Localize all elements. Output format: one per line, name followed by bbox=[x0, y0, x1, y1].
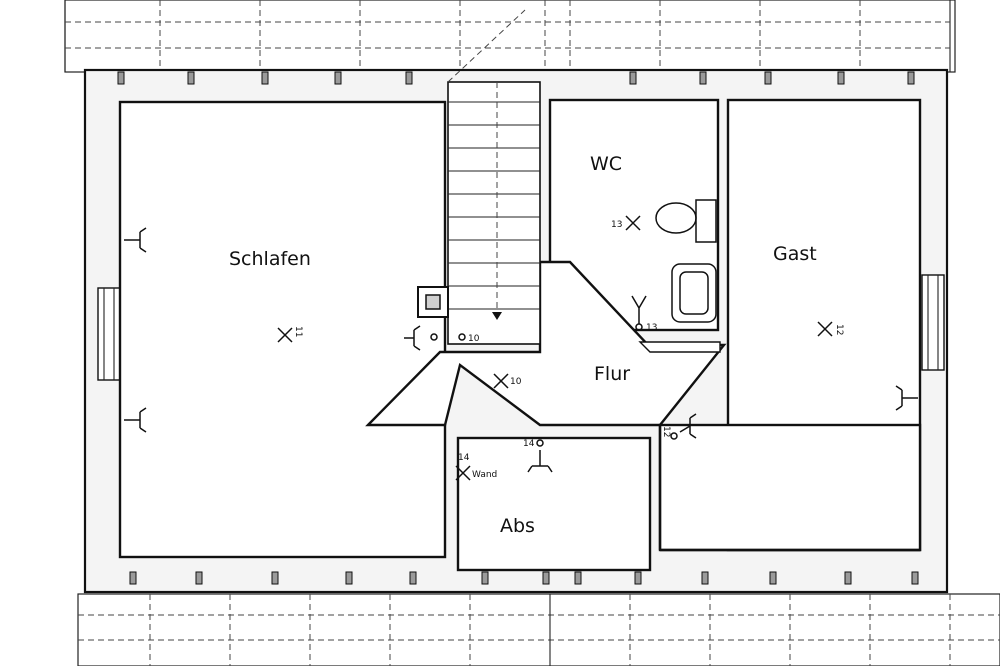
light-number-11: 11 bbox=[293, 326, 303, 337]
label-gast: Gast bbox=[773, 243, 817, 265]
room-gast-lower bbox=[658, 423, 922, 552]
electrical-symbols: 11 13 13 12 12 10 10 14 14 Wan bbox=[124, 215, 918, 481]
label-schlafen: Schlafen bbox=[229, 248, 311, 270]
flur-switch-number: 10 bbox=[468, 334, 480, 344]
room-schlafen bbox=[118, 100, 447, 559]
gast-light-number: 12 bbox=[834, 324, 844, 335]
roof-bottom bbox=[77, 593, 1000, 666]
roof-top bbox=[64, 0, 956, 73]
label-flur: Flur bbox=[594, 363, 630, 385]
ceiling-light-icon bbox=[277, 327, 293, 343]
label-abs: Abs bbox=[500, 515, 535, 537]
room-shapes bbox=[118, 98, 922, 572]
label-wc: WC bbox=[590, 153, 622, 175]
wc-switch-number: 13 bbox=[646, 323, 657, 333]
abs-switch-number: 14 bbox=[523, 439, 535, 449]
ceiling-light-icon bbox=[625, 215, 641, 231]
gast-switch-number: 12 bbox=[661, 426, 671, 437]
staircase bbox=[417, 9, 541, 345]
outlet-icon bbox=[124, 227, 147, 253]
wand-label: Wand bbox=[472, 470, 497, 480]
outlet-icon bbox=[124, 407, 147, 433]
stair-arrow-icon bbox=[492, 312, 502, 320]
switch-icon bbox=[404, 325, 421, 351]
wall-light-icon bbox=[455, 465, 471, 481]
ceiling-light-icon bbox=[817, 321, 833, 337]
abs-wall-number: 14 bbox=[458, 453, 470, 463]
ceiling-light-icon bbox=[493, 373, 509, 389]
room-labels: Schlafen WC Gast Flur Abs bbox=[229, 153, 817, 537]
wc-light-number: 13 bbox=[611, 220, 622, 230]
room-abs bbox=[456, 436, 652, 572]
wc-fixtures bbox=[638, 199, 721, 353]
flur-light-number: 10 bbox=[510, 377, 522, 387]
outlet-icon bbox=[527, 450, 553, 473]
switch-icon bbox=[679, 413, 697, 439]
outlet-icon bbox=[895, 385, 918, 411]
bathtub-icon bbox=[671, 263, 717, 323]
switch-icon bbox=[631, 295, 647, 324]
